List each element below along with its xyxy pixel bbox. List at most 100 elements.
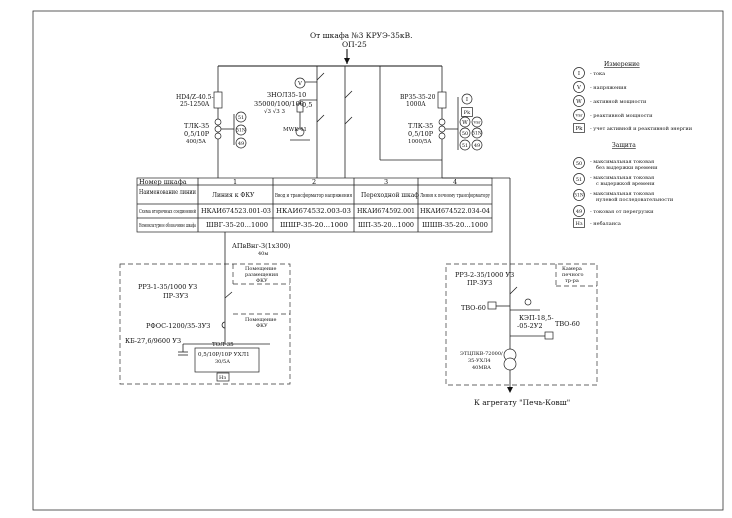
fku-switch-2: ПР-3УЗ	[163, 292, 188, 300]
tvo-right: ТВО-60	[555, 320, 580, 328]
relay-51n-f4-label: 51N	[472, 131, 482, 137]
legend-symbol: 49	[573, 205, 585, 217]
table-cell: НКАИ674522.034-04	[420, 208, 490, 215]
vt-ratio: 35000/100/100	[254, 100, 304, 108]
table-cell: ШП-35-20...1000	[358, 222, 414, 229]
fku-block: Помещение размещения ФКУ РРЗ-1-35/1000 У…	[119, 263, 291, 385]
fku-room-1: Помещение	[245, 266, 276, 272]
varmeter-f4: Vвr	[471, 116, 483, 128]
vt-class: 0,5	[302, 101, 312, 109]
source-label-1: От шкафа №3 КРУЭ-35кВ.	[310, 31, 412, 40]
tol-class: 0,5/10P/10P УХЛ1	[198, 352, 250, 358]
tvo-left: ТВО-60	[461, 304, 486, 312]
legend-text: - учет активной и реактивной энергии	[590, 126, 693, 132]
vt-type: ЗНОЛ35-10	[267, 91, 306, 99]
fku-room-1b: размещения	[245, 272, 278, 278]
relay-51n-f4: 51N	[471, 127, 483, 139]
legend-symbol-label: 50	[576, 161, 582, 167]
cable-type: АПвВнг-3(1х300)	[232, 242, 291, 250]
ammeter-f4: I	[461, 93, 473, 105]
feeder-2: ЗНОЛ35-10 35000/100/100 √3 √3 3 0,5 MWK-…	[254, 66, 325, 178]
breaker-1-type: HD4/Z-40.5-	[176, 94, 213, 101]
capacitor-bank: КБ-27,6/9600 УЗ	[125, 337, 181, 345]
transformer-type-2: 35-УХЛ4	[468, 358, 491, 364]
voltmeter-label: V	[297, 81, 303, 87]
legend-symbol: Pk	[573, 123, 585, 133]
ct-1c	[214, 132, 222, 140]
ct-1-ratio: 400/5A	[186, 139, 207, 145]
fku-room-2b: ФКУ	[256, 323, 268, 329]
breaker-4-type: ВР35-35-20	[400, 94, 436, 101]
tol-ratio: 30/5А	[215, 359, 230, 365]
relay-49-f4: 49	[471, 139, 483, 151]
tol-type: ТОЛ-35	[212, 342, 234, 348]
legend-symbol-label: W	[576, 99, 582, 105]
fku-room-1c: ФКУ	[256, 278, 268, 284]
kep-type: КЭП-18,5-	[519, 314, 554, 322]
varmeter-f4-label: Vвr	[472, 119, 480, 124]
table-col-1: 1	[233, 178, 237, 186]
legend: Измерение Защита	[604, 61, 640, 149]
legend-text: - реактивной мощности	[590, 113, 653, 119]
legend-text: - тока	[590, 71, 605, 77]
table-cell: Ввод и трансформатор напряжения	[275, 192, 352, 199]
relay-51-f1: 51	[235, 111, 247, 123]
source-label-2: ОП-25	[342, 40, 367, 49]
breaker-4-rating: 1000A	[406, 101, 426, 108]
relay-51n-f1-label: 51N	[236, 128, 246, 134]
unbalance-relay: Hз	[219, 375, 226, 381]
vt-winding-1	[295, 127, 305, 137]
table-header-label: Номер шкафа	[139, 178, 187, 186]
table-cell: ШВГ-35-20...1000	[206, 222, 268, 229]
chamber-label-2: печного	[562, 272, 584, 278]
table-row-label: Схема вторичных соединений	[139, 209, 196, 215]
voltmeter: V	[294, 77, 306, 89]
relay-49-f4-label: 49	[474, 143, 480, 149]
table-col-2: 2	[312, 178, 316, 186]
feeder-1: HD4/Z-40.5- 25-1250A ТЛК-35 0,5/10P 400/…	[176, 66, 235, 178]
legend-symbol: 50	[573, 157, 585, 169]
furnace-switch: РРЗ-2-35/1000 УЗ	[455, 271, 514, 279]
feeder-4: ВР35-35-20 1000A ТЛК-35 0,5/10P 1000/5A	[379, 66, 459, 178]
legend-text: нулевой последовательности	[596, 197, 674, 203]
vt-fuse-label: MWK-41	[283, 127, 307, 133]
relay-49-f1-label: 49	[238, 141, 244, 147]
table-cell: Линия к ФКУ	[212, 192, 255, 199]
table-cell: НКАИ674532.003-03	[276, 208, 351, 215]
table-col-3: 3	[384, 178, 388, 186]
kep-type-2: -05-2У2	[517, 322, 543, 330]
table-cell: ШШР-35-20...1000	[280, 222, 348, 229]
ct-4a	[438, 118, 446, 126]
legend-symbol-label: 51N	[574, 193, 584, 199]
table-cell: НКАИ674592.001	[357, 208, 415, 215]
breaker-4	[437, 91, 447, 109]
ct-1-type: ТЛК-35	[184, 122, 209, 130]
transformer-type: ЭТЦПКВ-72000/	[460, 351, 503, 357]
ct-4b	[438, 125, 446, 133]
relay-51-f1-label: 51	[238, 115, 244, 121]
legend-text: - максимальная токовая	[590, 175, 654, 181]
legend-symbol: V	[573, 81, 585, 93]
legend-symbol-label: Pk	[575, 126, 583, 132]
fku-room-2: Помещение	[245, 317, 276, 323]
table-cell: НКАИ674523.001-03	[201, 208, 271, 215]
table-row-label: Наименование линии	[139, 189, 196, 196]
ct-furnace	[524, 298, 532, 306]
relay-51-f4: 51	[459, 139, 471, 151]
ct-1-class: 0,5/10P	[184, 130, 210, 138]
legend-symbol-label: I	[578, 71, 580, 77]
ammeter-f4-label: I	[466, 97, 468, 103]
furnace-switch-2: ПР-3УЗ	[467, 279, 492, 287]
capacitor-frame	[194, 347, 260, 373]
legend-text: - максимальная токовая	[590, 191, 654, 197]
ct-1a	[214, 118, 222, 126]
table-col-4: 4	[453, 178, 457, 186]
table-cell: ШШВ-35-20...1000	[422, 222, 488, 229]
legend-text: - максимальная токовая	[590, 159, 654, 165]
legend-text: - токовая от перегрузки	[590, 209, 654, 215]
ct-4-class: 0,5/10P	[408, 130, 434, 138]
legend-text: - небаланса	[590, 220, 621, 227]
fku-reactor: РФОС-1200/35-3УЗ	[146, 322, 210, 330]
breaker-1-rating: 25-1250A	[180, 101, 210, 108]
